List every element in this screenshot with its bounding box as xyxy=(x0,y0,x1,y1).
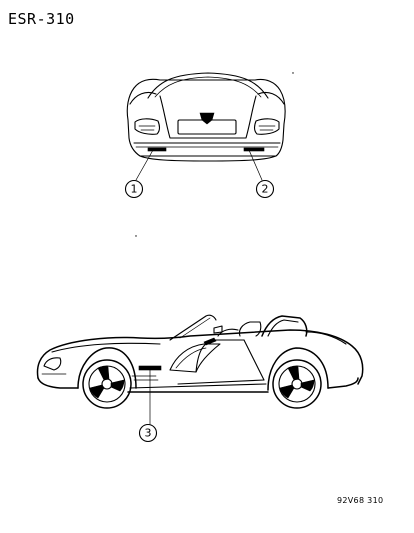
callout-3: 3 xyxy=(138,423,158,443)
callout-1-leader xyxy=(135,149,154,181)
front-wheel xyxy=(82,359,132,409)
car-side-view xyxy=(36,314,364,393)
callout-2: 2 xyxy=(255,179,275,199)
callout-2-leader xyxy=(248,149,263,181)
callout-2-label: 2 xyxy=(262,183,269,196)
callout-3-label: 3 xyxy=(145,427,152,440)
callout-1: 1 xyxy=(124,179,144,199)
rear-wheel xyxy=(272,359,322,409)
figure-code: 92V68 310 xyxy=(337,496,384,505)
page-code: ESR-310 xyxy=(8,10,75,28)
car-rear-view xyxy=(126,72,294,162)
callout-1-label: 1 xyxy=(131,183,138,196)
